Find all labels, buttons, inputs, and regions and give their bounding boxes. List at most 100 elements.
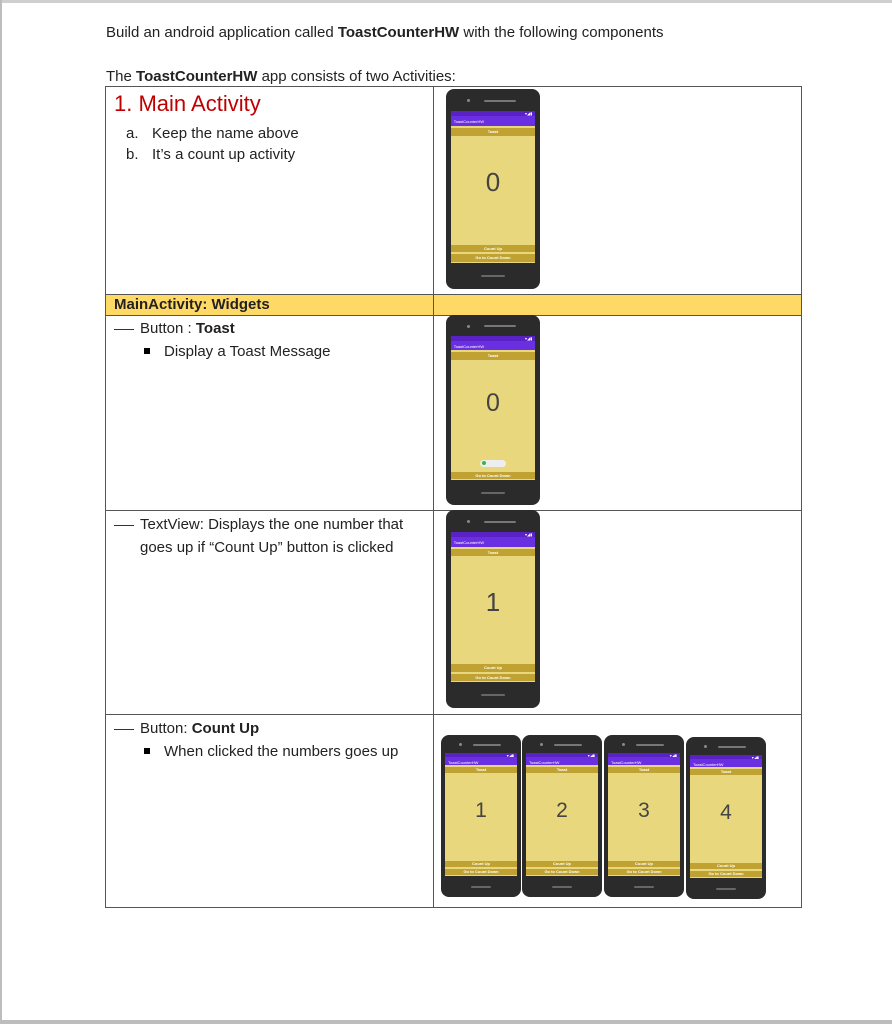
widgets-header-blank bbox=[433, 294, 802, 316]
speaker-grille bbox=[483, 325, 517, 328]
count-up-button[interactable]: Count Up bbox=[690, 862, 762, 869]
intro-app-name: ToastCounterHW bbox=[337, 24, 460, 41]
count-up-button[interactable]: Count Up bbox=[450, 244, 536, 253]
list-item: b.It’s a count up activity bbox=[126, 144, 433, 165]
toast-icon bbox=[482, 461, 487, 466]
toast-button-desc: Display a Toast Message bbox=[164, 343, 331, 360]
app-bar: ToastCounterHW bbox=[450, 537, 536, 547]
app-bar-title: ToastCounterHW bbox=[453, 119, 485, 125]
count-text: 3 bbox=[638, 798, 650, 822]
count-text: 0 bbox=[486, 388, 500, 417]
count-text: 2 bbox=[556, 798, 568, 822]
toast-button[interactable]: Toast bbox=[450, 128, 536, 136]
home-bar bbox=[480, 275, 506, 277]
count-text: 1 bbox=[475, 798, 487, 822]
speaker-grille bbox=[554, 743, 582, 746]
count-up-name: Count Up bbox=[191, 720, 260, 737]
toast-button-name: Toast bbox=[195, 320, 235, 337]
status-icons: ▾◢▮ bbox=[587, 752, 595, 758]
main-activity-heading: 1. Main Activity bbox=[114, 91, 261, 116]
textview-item: TextView: Displays the one number that bbox=[114, 514, 433, 535]
page-border-left bbox=[0, 0, 2, 1024]
speaker-grille bbox=[483, 520, 517, 523]
camera-dot bbox=[466, 519, 470, 523]
textview-line1: TextView: Displays the one number that bbox=[140, 516, 404, 533]
dash-mark bbox=[114, 328, 134, 330]
app-bar-title: ToastCounterHW bbox=[529, 760, 560, 766]
camera-dot bbox=[466, 99, 470, 102]
main-activity-cell: 1. Main Activity a. Keep the name above b… bbox=[105, 86, 434, 295]
status-bar: ▾◢▮ bbox=[608, 752, 680, 758]
count-up-button[interactable]: Count Up bbox=[445, 860, 517, 867]
status-bar: ▾◢▮ bbox=[526, 752, 598, 758]
toast-button[interactable]: Toast bbox=[445, 767, 517, 774]
app-bar: ToastCounterHW bbox=[608, 757, 680, 766]
count-down-button[interactable]: Go to Count Down bbox=[450, 673, 536, 682]
page-border-top bbox=[0, 0, 892, 3]
list-item: a. Keep the name above bbox=[126, 123, 433, 144]
toast-button[interactable]: Toast bbox=[450, 548, 536, 557]
count-down-button[interactable]: Go to Count Down bbox=[608, 868, 680, 875]
dash-mark bbox=[114, 524, 134, 526]
status-icons: ▾◢▮ bbox=[669, 752, 677, 758]
list-text: Keep the name above bbox=[152, 125, 299, 142]
home-bar bbox=[470, 885, 492, 888]
home-bar bbox=[633, 885, 655, 888]
subtitle-suffix: app consists of two Activities: bbox=[257, 68, 456, 85]
count-text: 0 bbox=[485, 166, 501, 197]
count-down-button[interactable]: Go to Count Down bbox=[690, 870, 762, 877]
list-label: a. bbox=[126, 125, 139, 142]
speaker-grille bbox=[718, 745, 746, 748]
main-activity-list: a. Keep the name above b.It’s a count up … bbox=[126, 123, 433, 165]
camera-dot bbox=[621, 743, 625, 747]
status-icons: ▾◢▮ bbox=[506, 752, 514, 758]
count-up-button[interactable]: Count Up bbox=[526, 860, 598, 867]
status-bar: ▾◢▮ bbox=[450, 531, 536, 538]
widgets-header-cell: MainActivity: Widgets bbox=[105, 294, 434, 316]
subtitle-prefix: The bbox=[106, 68, 137, 85]
toast-button-cell: Button : Toast Display a Toast Message bbox=[105, 315, 434, 511]
count-up-button[interactable]: Count Up bbox=[608, 860, 680, 867]
count-up-cell: Button: Count Up When clicked the number… bbox=[105, 714, 434, 908]
toast-message bbox=[480, 459, 506, 468]
page-border-bottom bbox=[0, 1020, 892, 1024]
app-bar-title: ToastCounterHW bbox=[611, 760, 642, 766]
app-bar: ToastCounterHW bbox=[445, 757, 517, 766]
toast-button[interactable]: Toast bbox=[450, 352, 536, 360]
toast-button[interactable]: Toast bbox=[526, 767, 598, 774]
count-down-button[interactable]: Go to Count Down bbox=[526, 868, 598, 875]
status-bar: ▾◢▮ bbox=[445, 752, 517, 758]
toast-button-item: Button : Toast bbox=[114, 318, 433, 339]
home-bar bbox=[480, 694, 506, 697]
count-up-button[interactable]: Count Up bbox=[450, 664, 536, 672]
textview-cell: TextView: Displays the one number that g… bbox=[105, 510, 434, 715]
status-bar: ▾◢▮ bbox=[450, 335, 536, 341]
count-down-button[interactable]: Go to Count Down bbox=[450, 472, 536, 480]
camera-dot bbox=[458, 743, 462, 747]
app-bar: ToastCounterHW bbox=[450, 340, 536, 351]
home-bar bbox=[551, 885, 573, 888]
app-bar-title: ToastCounterHW bbox=[448, 760, 479, 766]
count-down-button[interactable]: Go to Count Down bbox=[445, 868, 517, 875]
home-bar bbox=[715, 887, 737, 890]
toast-button[interactable]: Toast bbox=[690, 769, 762, 776]
camera-dot bbox=[703, 745, 707, 749]
app-bar-title: ToastCounterHW bbox=[693, 762, 724, 768]
camera-dot bbox=[539, 743, 543, 747]
bullet-mark bbox=[144, 348, 150, 355]
status-bar: ▾◢▮ bbox=[450, 111, 536, 117]
bullet-mark bbox=[144, 748, 150, 755]
toast-button[interactable]: Toast bbox=[608, 767, 680, 774]
count-down-button[interactable]: Go to Count Down bbox=[450, 254, 536, 262]
